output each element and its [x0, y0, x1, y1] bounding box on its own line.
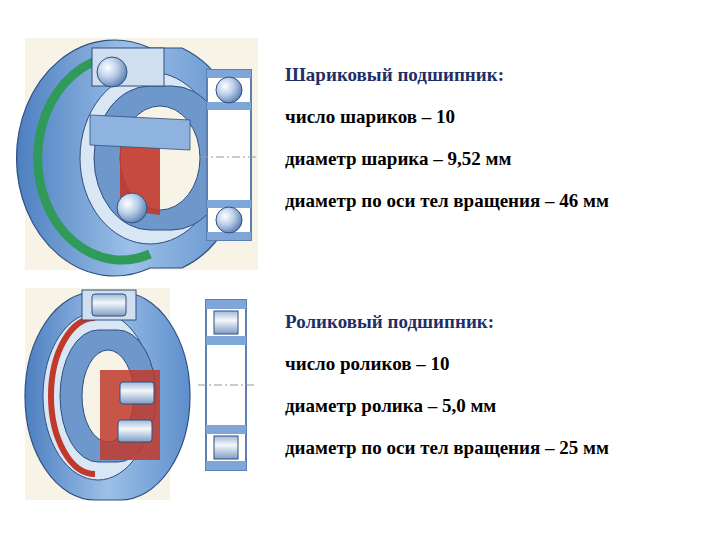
ball-bearing-section — [200, 70, 258, 240]
axis-line — [200, 157, 258, 158]
spec-line: диаметр шарика – 9,52 мм — [285, 148, 511, 171]
outer-ring — [206, 461, 246, 470]
section-heading: Роликовый подшипник: — [285, 311, 494, 334]
inner-ring — [206, 336, 246, 345]
roller-bearing-cutaway — [25, 288, 190, 500]
inner-ring — [206, 425, 246, 434]
roller — [214, 436, 238, 459]
ball — [216, 207, 242, 233]
spec-line: диаметр ролика – 5,0 мм — [285, 395, 496, 418]
ball — [216, 77, 242, 103]
axis-line — [198, 385, 254, 386]
spec-line: диаметр по оси тел вращения – 25 мм — [285, 437, 609, 460]
section-outline — [207, 70, 251, 240]
cut-face — [90, 115, 190, 150]
ball-bearing-cutaway — [17, 38, 258, 276]
section-cut — [92, 48, 164, 86]
roller-bearing-section — [198, 300, 254, 470]
ball — [117, 193, 147, 223]
roller — [120, 382, 154, 404]
section-cut — [82, 290, 136, 320]
spec-line: число шариков – 10 — [285, 106, 455, 129]
spec-line: диаметр по оси тел вращения – 46 мм — [285, 190, 609, 213]
spec-line: число роликов – 10 — [285, 353, 449, 376]
roller — [92, 294, 126, 316]
section-heading: Шариковый подшипник: — [285, 64, 504, 87]
roller — [118, 420, 152, 442]
outer-ring — [25, 292, 190, 500]
roller — [214, 311, 238, 334]
cage-section — [100, 370, 160, 460]
ball — [97, 57, 127, 87]
outer-ring — [206, 300, 246, 309]
